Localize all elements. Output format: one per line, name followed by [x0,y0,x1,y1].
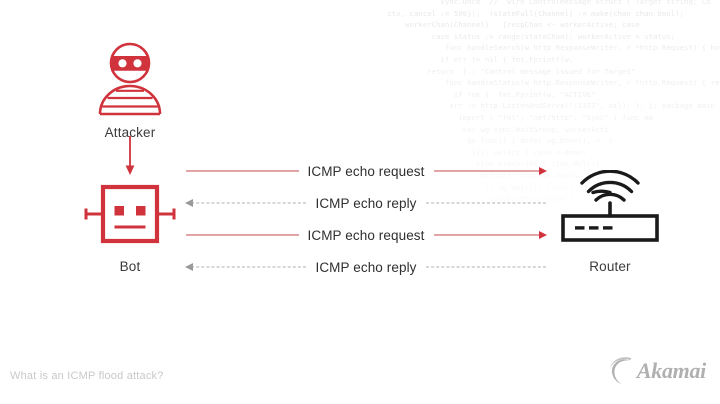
code-line: var wg sync.WaitGroup; workerActi [352,124,609,134]
node-attacker-label: Attacker [104,125,156,140]
attacker-masked-person-icon [98,42,162,116]
control-arrow-attacker-to-bot [125,136,135,175]
flow-label: ICMP echo reply [315,259,417,275]
flow-line-left-segment [185,198,307,208]
flow-line-right-segment [425,262,547,272]
code-line: case status := range(stateChan): workerA… [352,31,676,41]
code-line: func handleStatus(w http.ResponseWriter,… [352,78,720,88]
flow-line-left-segment [186,166,299,176]
node-attacker: Attacker [60,38,200,140]
akamai-swoosh-icon [609,357,632,384]
flow-icmp-echo-reply-1: ICMP echo reply [185,194,547,212]
node-router-label: Router [589,259,631,274]
footer-caption: What is an ICMP flood attack? [10,370,164,382]
code-line: import ( "fmt"; "net/http"; "sync" ) fun… [352,112,654,122]
node-bot: Bot [60,178,200,274]
code-line: if err != nil { fmt.Fprintf(w, [352,54,574,64]
code-line: sync.Once // wire ControlMessage struct … [352,0,711,6]
flow-line-right-segment [433,230,548,240]
flow-label: ICMP echo request [307,163,425,179]
code-line: go func() { defer wg.Done(); <- s [352,136,614,146]
robot-face-icon [84,184,176,244]
code-line: workerChan(Channel) {respChan <- workerA… [352,20,640,30]
code-line: return } ; "Control message issued for T… [352,66,636,76]
flow-icmp-echo-request-1: ICMP echo request [186,162,548,180]
flow-line-left-segment [186,230,299,240]
flow-line-right-segment [433,166,548,176]
flow-label: ICMP echo request [307,227,425,243]
code-line: if !ok { fmt.Fprint(w, "ACTIVE" [352,89,596,99]
code-line: err := http.ListenAndServe(":1337", nil)… [352,101,716,111]
arrowhead-right-icon [539,167,548,175]
node-router: Router [535,169,685,274]
flow-line-left-segment [185,262,307,272]
wifi-router-icon [561,169,659,242]
arrowhead-right-icon [539,231,548,239]
code-line: }(); select { case <-done: [352,147,587,157]
code-line: func handleSearch(w http.ResponseWriter,… [352,43,720,53]
arrowhead-left-icon [185,199,193,207]
akamai-wordmark: Akamai [636,358,706,383]
arrowhead-left-icon [185,263,193,271]
flow-icmp-echo-request-2: ICMP echo request [186,226,548,244]
akamai-logo: Akamai [609,356,706,386]
flow-line-right-segment [425,198,547,208]
flow-icmp-echo-reply-2: ICMP echo reply [185,258,547,276]
node-bot-label: Bot [119,259,141,274]
flow-label: ICMP echo reply [315,195,417,211]
code-line: ctx, cancel := 500}); (stateFull(Channel… [352,8,685,18]
